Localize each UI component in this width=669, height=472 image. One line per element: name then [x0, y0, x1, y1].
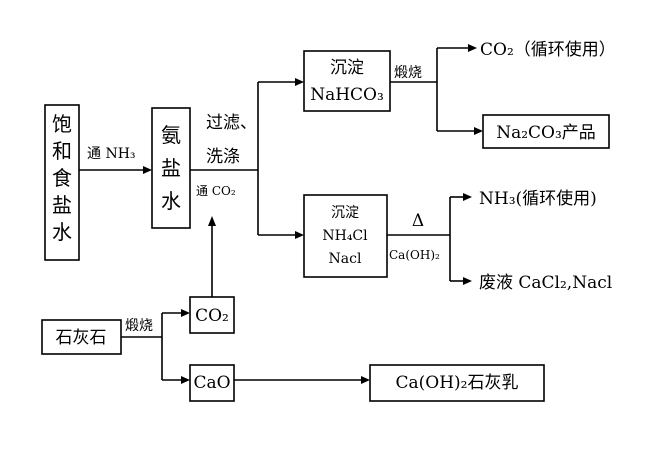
caoh2-product-box: [369, 364, 545, 402]
arrowhead: [463, 277, 472, 285]
caoh2-product-text: Ca(OH)₂石灰乳: [396, 373, 519, 393]
label-wash: 洗涤: [206, 147, 240, 167]
label-filter: 过滤、: [206, 113, 257, 133]
brine-char-4: 盐: [52, 193, 72, 217]
label-delta: Δ: [412, 211, 424, 231]
precipitate-nahco3-title: 沉淀: [330, 58, 364, 78]
label-tong-co2: 通 CO₂: [196, 184, 236, 198]
label-calcine-2: 煅烧: [125, 318, 153, 334]
co2-box: [189, 296, 235, 334]
brine-char-3: 食: [52, 166, 72, 190]
arrowhead: [208, 216, 216, 226]
ammonia-brine-char-1: 氨: [161, 123, 181, 147]
limestone-box: [41, 319, 122, 355]
arrowhead: [181, 376, 190, 384]
arrowhead: [295, 231, 304, 239]
precipitate-nahco3-box: [303, 50, 391, 112]
arrowhead: [463, 193, 472, 201]
co2-box-text: CO₂: [195, 306, 229, 326]
nh3-cycle-text: NH₃(循环使用): [479, 188, 597, 209]
arrowhead: [474, 127, 483, 135]
arrowhead: [295, 78, 304, 86]
ammonia-brine-box: [151, 107, 191, 229]
ammonia-brine-char-2: 盐: [161, 156, 181, 180]
co2-cycle-text: CO₂（循环使用）: [480, 39, 616, 60]
arrowhead: [143, 166, 152, 174]
precipitate-nacl: Nacl: [329, 251, 362, 267]
precipitate-nahco3-formula: NaHCO₃: [310, 85, 384, 105]
brine-char-5: 水: [52, 220, 72, 244]
cao-box: [189, 364, 235, 402]
brine-char-1: 饱: [52, 112, 72, 136]
ammonia-brine-char-3: 水: [161, 189, 181, 213]
precipitate-nh4cl-formula: NH₄Cl: [322, 228, 368, 244]
label-tong-nh3: 通 NH₃: [87, 146, 136, 162]
precipitate-nh4cl-title: 沉淀: [331, 205, 359, 221]
limestone-text: 石灰石: [56, 328, 107, 348]
waste-liquid-text: 废液 CaCl₂,Nacl: [479, 273, 612, 293]
precipitate-nh4cl-box: [303, 194, 388, 278]
na2co3-product-box: [482, 114, 610, 149]
brine-char-2: 和: [52, 139, 72, 163]
cao-box-text: CaO: [193, 373, 230, 393]
label-calcine-1: 煅烧: [394, 65, 422, 81]
na2co3-product-text: Na₂CO₃产品: [496, 123, 596, 143]
arrowhead: [468, 44, 477, 52]
arrowhead: [361, 376, 370, 384]
brine-box: [44, 104, 80, 261]
arrowhead: [181, 309, 190, 317]
label-caoh2-reagent: Ca(OH)₂: [389, 248, 440, 262]
